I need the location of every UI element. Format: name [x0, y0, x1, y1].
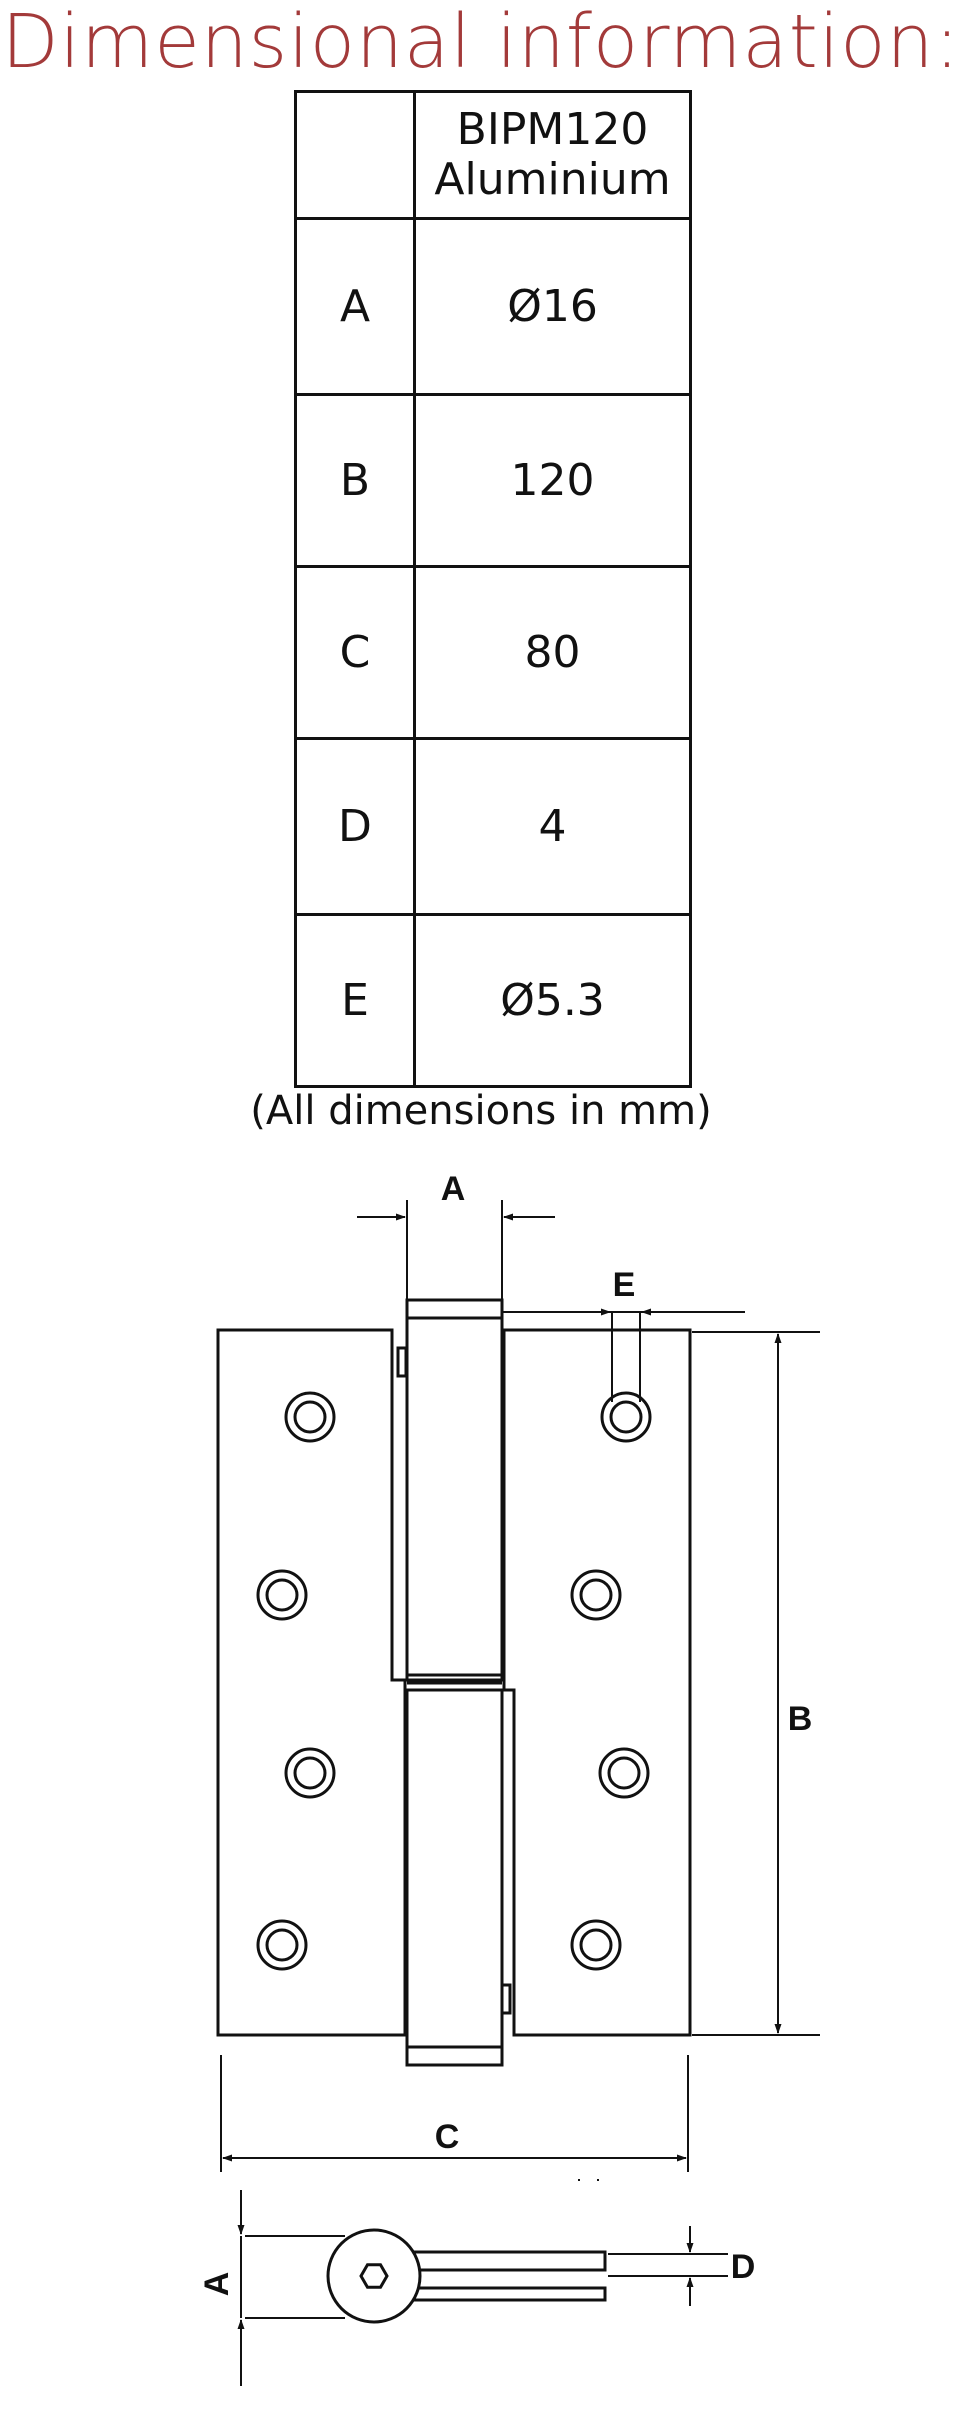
- label-d: D: [731, 2248, 756, 2286]
- row-value: 4: [413, 737, 692, 916]
- label-a-side: A: [198, 2272, 236, 2297]
- header-empty-cell: [294, 90, 416, 220]
- row-value: 120: [413, 393, 692, 568]
- screw-hole: [256, 1569, 308, 1621]
- units-note: (All dimensions in mm): [250, 1088, 712, 1134]
- row-label: D: [294, 737, 416, 916]
- label-e: E: [613, 1266, 636, 1304]
- dim-c: [220, 2055, 689, 2172]
- row-label: B: [294, 393, 416, 568]
- screw-hole: [570, 1919, 622, 1971]
- table-row: D 4: [294, 737, 692, 916]
- lower-knuckle: [405, 1688, 504, 2067]
- hinge-side-view: [326, 2228, 607, 2324]
- header-product-cell: BIPM120 Aluminium: [413, 90, 692, 220]
- left-leaf: [216, 1328, 407, 2037]
- label-c: C: [435, 2118, 460, 2156]
- table-row: E Ø5.3: [294, 913, 692, 1088]
- screw-hole: [570, 1569, 622, 1621]
- row-label: E: [294, 913, 416, 1088]
- label-a-top: A: [441, 1170, 466, 1208]
- screw-hole: [284, 1391, 336, 1443]
- upper-knuckle: [405, 1298, 504, 1682]
- table-row: B 120: [294, 393, 692, 568]
- row-label: A: [294, 217, 416, 396]
- row-label: C: [294, 565, 416, 740]
- screw-hole: [284, 1747, 336, 1799]
- table-row: C 80: [294, 565, 692, 740]
- table-row: A Ø16: [294, 217, 692, 396]
- product-code: BIPM120: [456, 104, 649, 155]
- dim-a-top: [357, 1200, 555, 1300]
- page-title: Dimensional information:: [1, 0, 961, 85]
- dim-b: [692, 1331, 820, 2036]
- upper-tab: [396, 1346, 408, 1378]
- hex-socket: [359, 2263, 389, 2289]
- hinge-technical-drawing: A E B C A D: [198, 1170, 820, 2386]
- row-value: Ø16: [413, 217, 692, 396]
- row-value: 80: [413, 565, 692, 740]
- screw-hole: [600, 1391, 652, 1443]
- dim-a-side: [237, 2190, 345, 2386]
- dim-e: [502, 1308, 745, 1402]
- screw-hole: [256, 1919, 308, 1971]
- screw-holes: [256, 1391, 652, 1971]
- label-b: B: [788, 1700, 813, 1738]
- right-leaf: [502, 1328, 692, 2037]
- lower-tab: [500, 1983, 512, 2015]
- dimensions-table: BIPM120 Aluminium A Ø16 B 120 C 80 D 4 E…: [294, 90, 692, 1088]
- screw-hole: [598, 1747, 650, 1799]
- product-material: Aluminium: [434, 154, 671, 205]
- dim-d: [608, 2226, 728, 2306]
- table-header-row: BIPM120 Aluminium: [294, 90, 692, 220]
- row-value: Ø5.3: [413, 913, 692, 1088]
